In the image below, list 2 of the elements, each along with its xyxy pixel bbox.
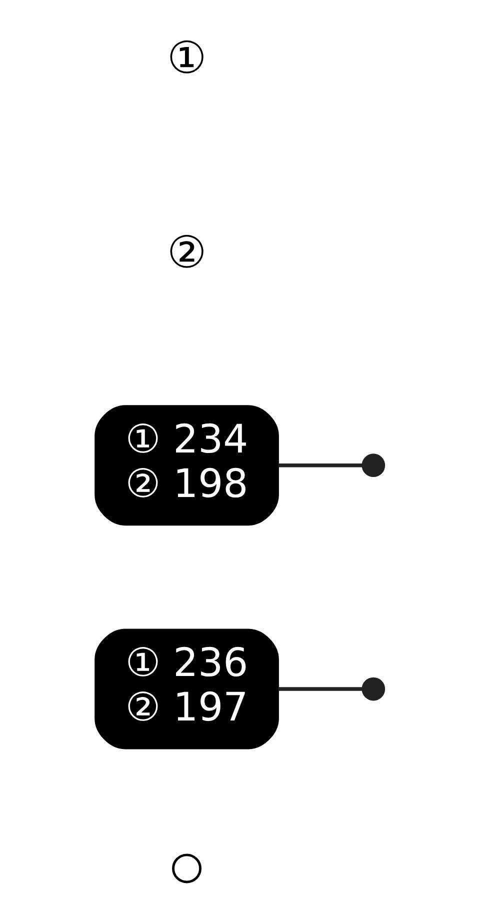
- label: ①: [166, 33, 206, 84]
- label: ②: [166, 227, 206, 278]
